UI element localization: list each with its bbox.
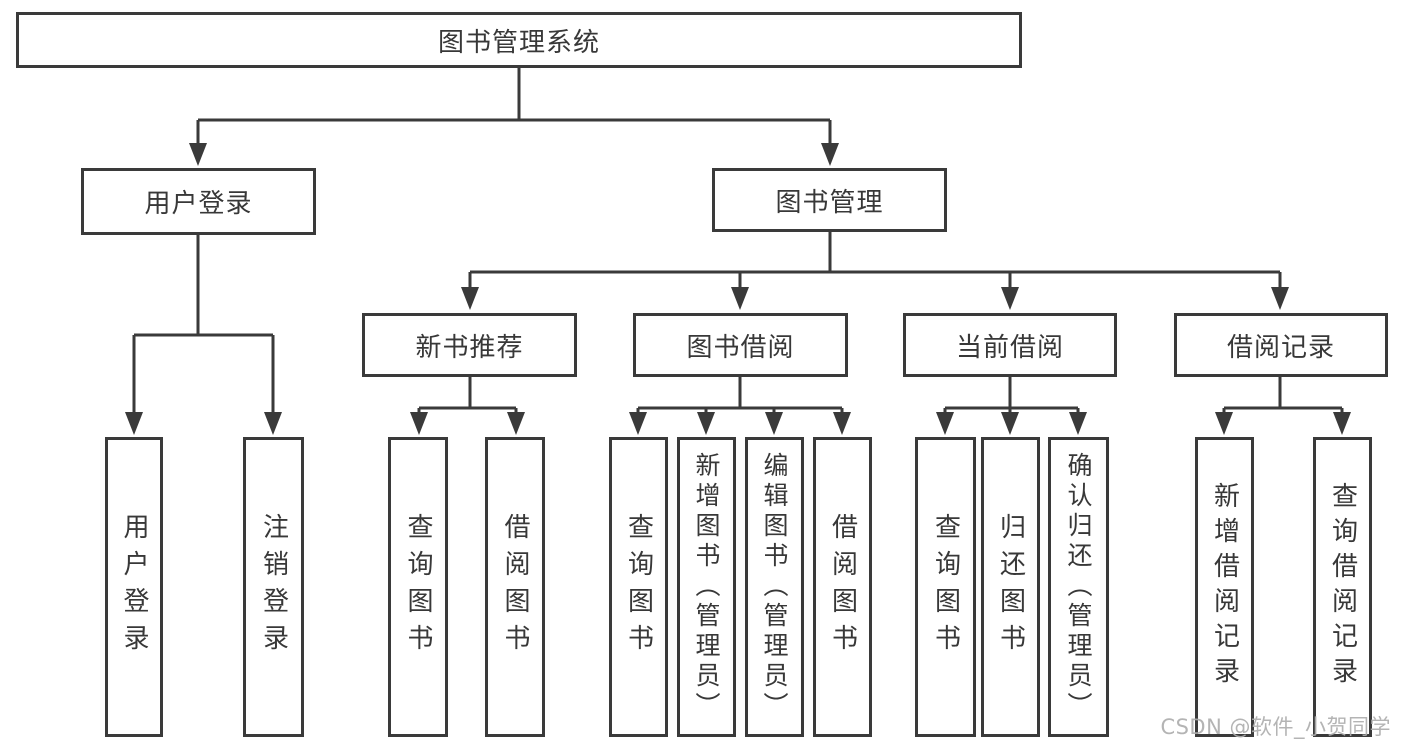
node-book-management: 图书管理 <box>712 168 947 232</box>
node-label: 借阅图书 <box>500 513 530 661</box>
watermark: CSDN @软件_小贺同学 <box>1160 715 1391 739</box>
node-label: 图书管理系统 <box>437 27 600 58</box>
leaf-query-borrow-record: 查询借阅记录 <box>1313 437 1372 737</box>
node-borrowing-records: 借阅记录 <box>1174 313 1388 377</box>
leaf-return-book: 归还图书 <box>981 437 1040 737</box>
leaf-edit-book-admin: 编辑图书（管理员） <box>745 437 804 737</box>
node-label: 新增借阅记录 <box>1209 482 1240 692</box>
node-label: 注销登录 <box>258 513 289 661</box>
node-label: 用户登录 <box>144 189 253 219</box>
leaf-borrow-books-recommend: 借阅图书 <box>485 437 545 737</box>
leaf-query-books-borrowing: 查询图书 <box>609 437 668 737</box>
node-label: 当前借阅 <box>955 332 1064 363</box>
node-label: 归还图书 <box>995 513 1026 661</box>
node-new-book-recommend: 新书推荐 <box>362 313 577 377</box>
connector-path <box>134 68 1342 410</box>
leaf-add-book-admin: 新增图书（管理员） <box>677 437 736 737</box>
node-label: 查询图书 <box>930 513 961 661</box>
node-label: 借阅图书 <box>827 513 858 661</box>
node-library-system: 图书管理系统 <box>16 12 1022 68</box>
leaf-query-books-current: 查询图书 <box>915 437 976 737</box>
node-label: 查询借阅记录 <box>1327 482 1358 692</box>
node-book-borrowing: 图书借阅 <box>633 313 848 377</box>
leaf-add-borrow-record: 新增借阅记录 <box>1195 437 1254 737</box>
node-label: 确认归还（管理员） <box>1064 452 1093 722</box>
node-current-borrowing: 当前借阅 <box>903 313 1117 377</box>
leaf-borrow-books: 借阅图书 <box>813 437 872 737</box>
node-label: 新书推荐 <box>415 332 524 363</box>
node-label: 图书借阅 <box>686 332 795 363</box>
node-label: 编辑图书（管理员） <box>760 452 789 722</box>
leaf-logout: 注销登录 <box>243 437 304 737</box>
node-label: 新增图书（管理员） <box>692 452 721 722</box>
node-label: 图书管理 <box>775 187 884 218</box>
node-label: 用户登录 <box>119 513 149 661</box>
leaf-user-login: 用户登录 <box>105 437 163 737</box>
leaf-query-books-recommend: 查询图书 <box>388 437 448 737</box>
node-label: 查询图书 <box>403 513 433 661</box>
leaf-confirm-return-admin: 确认归还（管理员） <box>1048 437 1109 737</box>
node-user-login: 用户登录 <box>81 168 316 235</box>
node-label: 借阅记录 <box>1226 332 1335 363</box>
node-label: 查询图书 <box>623 513 654 661</box>
